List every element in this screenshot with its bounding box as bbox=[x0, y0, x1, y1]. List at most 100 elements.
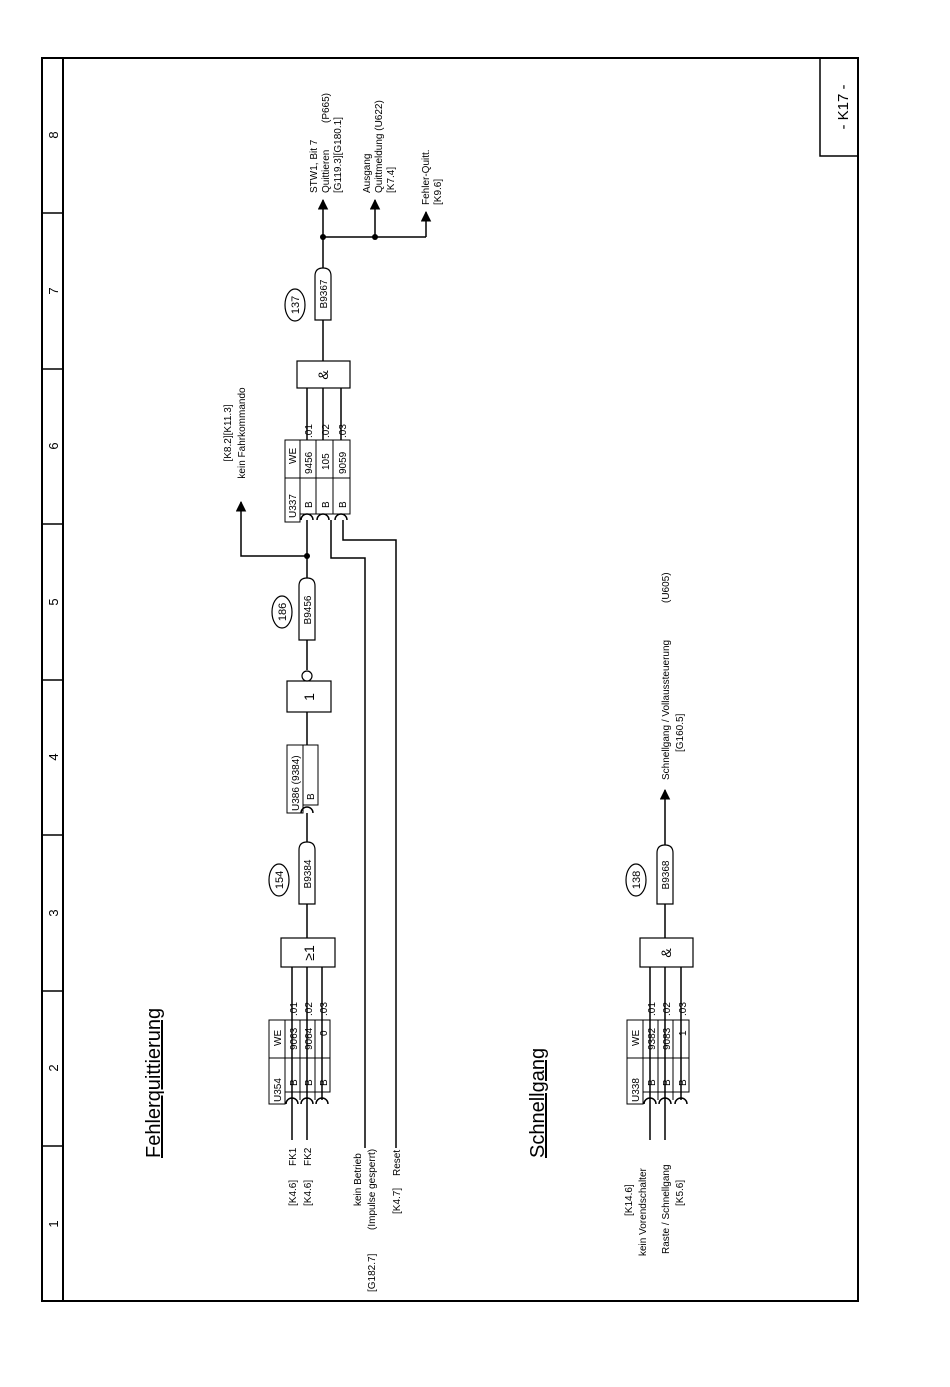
b9368-box bbox=[656, 844, 674, 905]
title-fehlerquittierung: Fehlerquittierung bbox=[143, 1008, 165, 1158]
u338-idx3: .03 bbox=[678, 1002, 689, 1016]
u337-val2: 105 bbox=[321, 453, 332, 470]
connector-137 bbox=[284, 288, 306, 322]
schnell-wiring bbox=[649, 788, 682, 1140]
column-number: 3 bbox=[46, 909, 61, 916]
u337-b1: B bbox=[304, 501, 315, 508]
connector-137-label: 137 bbox=[290, 296, 302, 314]
b9456-box bbox=[298, 577, 316, 641]
in-fk1-ref: [K4.6] bbox=[288, 1180, 299, 1206]
u337-block bbox=[284, 439, 351, 523]
out-p665: (P665) bbox=[321, 93, 332, 123]
out-stw1: STW1, Bit 7 bbox=[309, 139, 320, 193]
b9384-label: B9384 bbox=[303, 859, 314, 888]
u354-block bbox=[268, 1019, 331, 1105]
u337-we: WE bbox=[288, 448, 299, 464]
u386-block bbox=[286, 744, 319, 814]
b9367-box bbox=[314, 267, 332, 321]
u338-idx1: .01 bbox=[647, 1002, 658, 1016]
or-gate-label: ≥1 bbox=[301, 945, 317, 961]
u338-val2: 9083 bbox=[662, 1027, 673, 1050]
connector-154-label: 154 bbox=[274, 871, 286, 889]
in-g182: [G182.7] bbox=[367, 1253, 378, 1292]
u354-idx1: .01 bbox=[289, 1002, 300, 1016]
column-number: 5 bbox=[46, 598, 61, 605]
and-gate-bottom bbox=[639, 937, 694, 968]
not-gate-bubble bbox=[301, 670, 313, 682]
not-gate bbox=[286, 680, 332, 713]
connector-138-label: 138 bbox=[631, 871, 643, 889]
in-kein-betrieb: kein Betrieb bbox=[353, 1153, 364, 1206]
u354-idx2: .02 bbox=[304, 1002, 315, 1016]
connector-186 bbox=[271, 595, 293, 629]
u338-b2: B bbox=[662, 1079, 673, 1086]
u337-idx1: .01 bbox=[304, 424, 315, 438]
column-number: 7 bbox=[46, 287, 61, 294]
column-number: 4 bbox=[46, 753, 61, 760]
column-number: 6 bbox=[46, 442, 61, 449]
fehler-wiring bbox=[235, 198, 432, 1148]
or-gate bbox=[280, 937, 336, 968]
in-k146: [K14.6] bbox=[624, 1184, 635, 1216]
b9367-label: B9367 bbox=[319, 279, 330, 308]
u338-val3: 1 bbox=[678, 1030, 689, 1036]
u386-id: U386 (9384) bbox=[291, 755, 302, 811]
u338-block bbox=[626, 1019, 690, 1105]
in-k56: [K5.6] bbox=[675, 1180, 686, 1206]
out-u605: (U605) bbox=[661, 572, 672, 603]
b9384-box bbox=[298, 841, 316, 905]
not-gate-label: 1 bbox=[301, 693, 317, 701]
connector-138 bbox=[625, 863, 647, 897]
u354-val1: 9063 bbox=[289, 1027, 300, 1050]
column-number: 8 bbox=[46, 131, 61, 138]
out-g119: [G119.3][G180.1] bbox=[333, 117, 344, 193]
u337-b2: B bbox=[321, 501, 332, 508]
u337-val3: 9059 bbox=[338, 451, 349, 474]
u354-val2: 9064 bbox=[304, 1027, 315, 1050]
connector-186-label: 186 bbox=[277, 603, 289, 621]
u386-b: B bbox=[306, 793, 317, 800]
u354-b3: B bbox=[319, 1079, 330, 1086]
out-k96: [K9.6] bbox=[433, 179, 444, 205]
u354-idx3: .03 bbox=[319, 1002, 330, 1016]
u354-b2: B bbox=[304, 1079, 315, 1086]
b9368-label: B9368 bbox=[661, 860, 672, 889]
out-quittieren: Quittieren bbox=[321, 150, 332, 193]
title-schnellgang: Schnellgang bbox=[527, 1048, 549, 1158]
column-numbers: 8 7 6 5 4 3 2 1 bbox=[46, 131, 61, 1227]
in-fk1: FK1 bbox=[288, 1147, 299, 1166]
kein-fahrkommando-ref: [K8.2][K11.3] bbox=[223, 404, 234, 461]
and-gate-top bbox=[296, 360, 351, 389]
in-reset-ref: [K4.7] bbox=[392, 1188, 403, 1214]
in-reset: Reset bbox=[392, 1150, 403, 1176]
u338-id: U338 bbox=[631, 1078, 642, 1102]
b9456-label: B9456 bbox=[303, 595, 314, 624]
and-gate-top-label: & bbox=[315, 370, 331, 380]
u354-val3: 0 bbox=[319, 1030, 330, 1036]
in-fk2: FK2 bbox=[303, 1147, 314, 1166]
u338-b3: B bbox=[678, 1079, 689, 1086]
connector-154 bbox=[268, 863, 290, 897]
out-fehler-quitt: Fehler-Quitt. bbox=[421, 149, 432, 205]
u354-we: WE bbox=[273, 1030, 284, 1046]
junction-dots bbox=[304, 234, 378, 559]
in-kein-vorendschalter: kein Vorendschalter bbox=[638, 1167, 649, 1256]
in-impulse: (Impulse gesperrt) bbox=[367, 1149, 378, 1230]
kein-fahrkommando: kein Fahrkommando bbox=[237, 387, 248, 479]
u338-we: WE bbox=[631, 1030, 642, 1046]
u337-val1: 9456 bbox=[304, 451, 315, 474]
in-raste-schnellgang: Raste / Schnellgang bbox=[661, 1164, 672, 1254]
out-g160: [G160.5] bbox=[675, 713, 686, 752]
u354-b1: B bbox=[289, 1079, 300, 1086]
page-frame bbox=[41, 57, 859, 1302]
out-k74: [K7.4] bbox=[386, 167, 397, 193]
column-number: 2 bbox=[46, 1064, 61, 1071]
u337-b3: B bbox=[338, 501, 349, 508]
u337-idx3: .03 bbox=[338, 424, 349, 438]
and-gate-bottom-label: & bbox=[658, 948, 674, 958]
out-ausgang: Ausgang bbox=[362, 154, 373, 193]
u338-b1: B bbox=[647, 1079, 658, 1086]
u354-id: U354 bbox=[273, 1078, 284, 1102]
in-fk2-ref: [K4.6] bbox=[303, 1180, 314, 1206]
column-number: 1 bbox=[46, 1220, 61, 1227]
